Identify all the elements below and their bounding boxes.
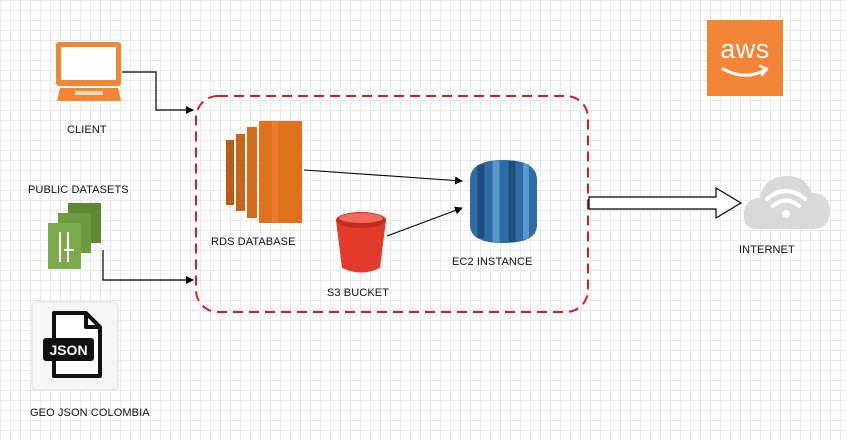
aws-logo-text: aws (720, 34, 770, 64)
internet-arrow (588, 186, 743, 220)
s3-bucket-icon (336, 212, 386, 273)
internet-label: INTERNET (739, 244, 795, 256)
rds-label: RDS DATABASE (211, 236, 296, 248)
internet-cloud-icon (743, 175, 830, 229)
aws-logo: aws (707, 20, 783, 96)
dataset-files-icon (48, 203, 101, 269)
json-file-icon: JSON (31, 301, 119, 391)
client-connector (122, 71, 194, 114)
rds-icon (226, 121, 302, 223)
datasets-connector (102, 250, 194, 284)
s3-label: S3 BUCKET (327, 287, 390, 299)
geojson-label: GEO JSON COLOMBIA (30, 407, 150, 419)
computer-icon (56, 42, 121, 101)
aws-smile-icon (721, 64, 769, 77)
public-datasets-label: PUBLIC DATASETS (28, 184, 129, 196)
rds-to-ec2-arrow (303, 169, 463, 185)
aws-boundary (195, 95, 589, 313)
ec2-label: EC2 INSTANCE (452, 256, 533, 268)
json-badge-text: JSON (49, 342, 87, 358)
s3-to-ec2-arrow (386, 206, 463, 237)
client-label: CLIENT (67, 124, 107, 136)
ec2-icon (470, 160, 537, 243)
